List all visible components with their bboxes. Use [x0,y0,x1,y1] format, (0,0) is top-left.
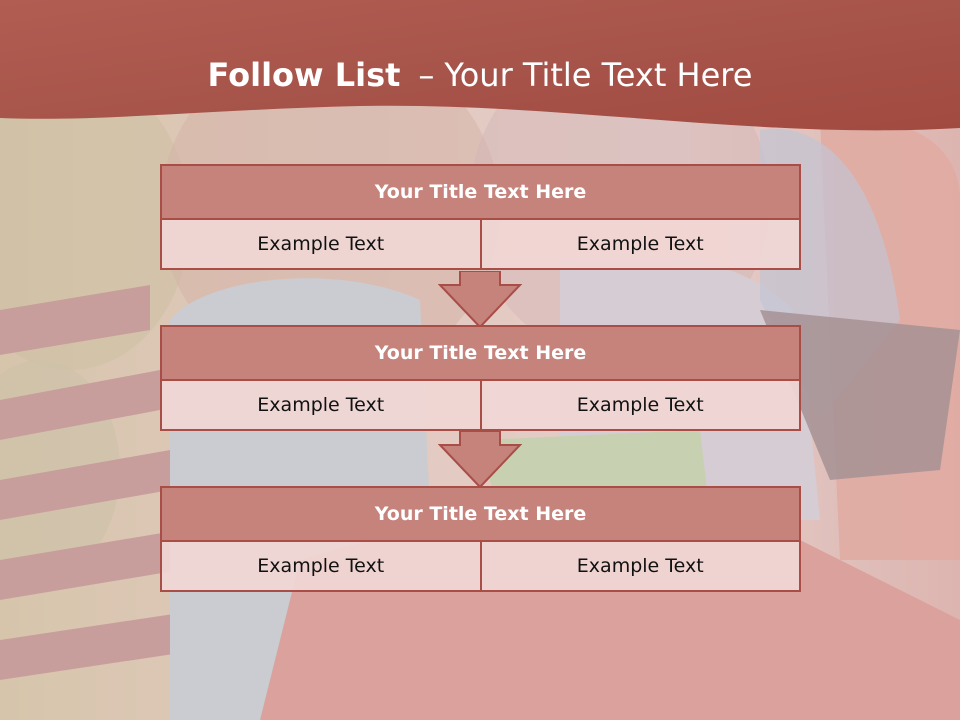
page-title: Follow List–Your Title Text Here [0,52,960,98]
block-row: Example Text Example Text [160,220,801,270]
title-dash: – [418,56,435,94]
block-cell-left: Example Text [160,542,482,592]
title-bold: Follow List [207,56,401,94]
block-row: Example Text Example Text [160,542,801,592]
list-block-2: Your Title Text Here Example Text Exampl… [160,325,801,431]
block-title: Your Title Text Here [160,486,801,542]
header-banner [0,0,960,131]
block-cell-right: Example Text [481,220,801,270]
block-title: Your Title Text Here [160,164,801,220]
block-cell-left: Example Text [160,220,482,270]
block-cell-left: Example Text [160,381,482,431]
down-arrow-icon [438,431,522,489]
list-block-1: Your Title Text Here Example Text Exampl… [160,164,801,270]
down-arrow-icon [438,271,522,329]
block-title: Your Title Text Here [160,325,801,381]
list-block-3: Your Title Text Here Example Text Exampl… [160,486,801,592]
block-row: Example Text Example Text [160,381,801,431]
title-rest: Your Title Text Here [444,56,753,94]
block-cell-right: Example Text [481,542,801,592]
block-cell-right: Example Text [481,381,801,431]
